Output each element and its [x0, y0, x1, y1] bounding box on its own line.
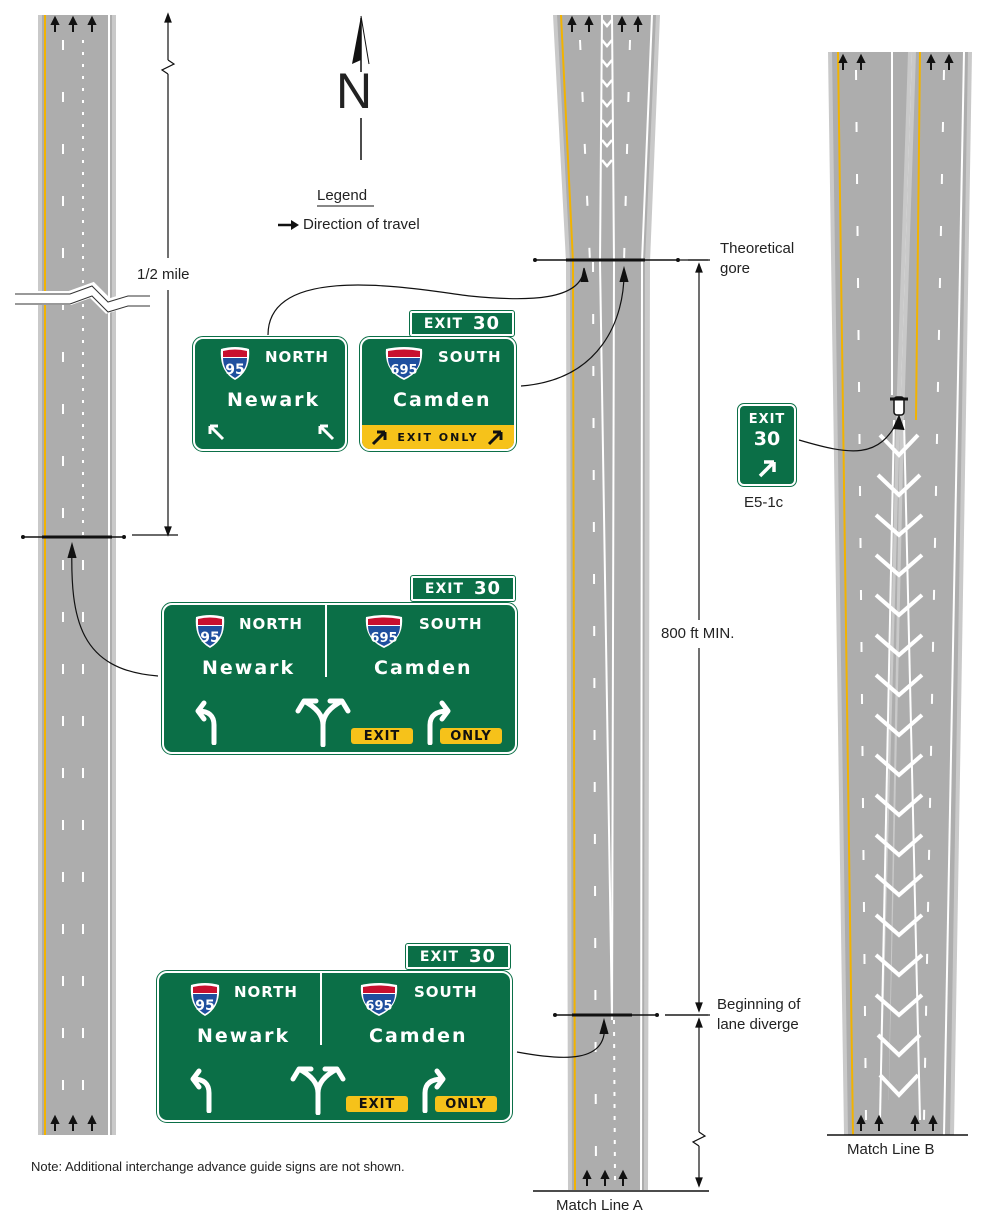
left-roadway: [15, 15, 150, 1135]
gore-exit-number: 30: [753, 428, 781, 450]
svg-text:95: 95: [225, 362, 244, 378]
match-line-b-label: Match Line B: [847, 1141, 935, 1158]
newark-destination: Newark: [197, 1025, 291, 1047]
guide-sign-northbound: 95 North Newark: [192, 336, 348, 452]
exit-tab-number: 30: [473, 313, 501, 334]
theoretical-gore-label-line1: Theoretical: [720, 240, 795, 257]
curved-left-arrow-icon: [195, 700, 217, 745]
gore-sign-code: E5-1c: [744, 494, 784, 511]
middle-roadway: [533, 14, 709, 1192]
camden-destination: Camden: [374, 657, 473, 679]
interstate-shield-icon: 695: [365, 615, 403, 648]
gore-exit-sign: EXIT 30: [737, 403, 797, 487]
svg-text:695: 695: [365, 999, 392, 1014]
exit-tab: EXIT 30: [409, 310, 515, 337]
newark-destination: Newark: [202, 657, 296, 679]
legend-item: Direction of travel: [303, 216, 420, 233]
south-direction: South: [438, 348, 502, 366]
curved-left-arrow-icon: [190, 1068, 212, 1113]
arrow-up-right-icon: [487, 430, 503, 446]
note-text: Note: Additional interchange advance gui…: [31, 1159, 405, 1174]
only-panel: ONLY: [435, 1096, 497, 1112]
legend-title: Legend: [317, 187, 368, 204]
interstate-shield-icon: 695: [385, 347, 423, 380]
north-direction: North: [239, 615, 303, 633]
south-direction: South: [419, 615, 483, 633]
curved-right-arrow-icon: [422, 1068, 446, 1113]
exit-tab: EXIT 30: [410, 575, 516, 602]
match-line-a-label: Match Line A: [556, 1197, 643, 1214]
north-direction: North: [265, 348, 329, 366]
north-arrow: [336, 15, 386, 160]
newark-destination: Newark: [227, 389, 321, 411]
arrow-up-left-icon: [318, 424, 335, 441]
legend-arrow: [278, 205, 374, 230]
north-letter: N: [336, 63, 373, 119]
advance-guide-sign-lower: 95 North Newark 695 South Camden EXIT ON…: [156, 970, 513, 1123]
split-arrow-icon: [295, 698, 351, 747]
min-distance-dimension: [665, 259, 710, 1188]
lane-diverge-label-line1: Beginning of: [717, 996, 801, 1013]
interstate-shield-icon: 695: [360, 983, 398, 1016]
svg-text:95: 95: [200, 630, 219, 646]
gore-exit-word: EXIT: [748, 412, 786, 427]
exit-panel: EXIT: [346, 1096, 408, 1112]
right-roadway: [827, 51, 972, 1136]
svg-text:695: 695: [390, 363, 417, 378]
split-arrow-icon: [290, 1066, 346, 1115]
exit-tab-word: EXIT: [423, 315, 464, 332]
svg-text:95: 95: [195, 998, 214, 1014]
leader-lines: [67, 259, 905, 1058]
arrow-up-left-icon: [208, 424, 225, 441]
camden-destination: Camden: [393, 389, 492, 411]
interstate-shield-icon: 95: [220, 347, 250, 380]
half-mile-dimension: [132, 12, 178, 537]
arrow-up-right-icon: [371, 430, 387, 446]
exit-panel: EXIT: [351, 728, 413, 744]
exit-tab: EXIT 30: [405, 943, 511, 970]
arrow-up-right-icon: [758, 460, 776, 478]
south-direction: South: [414, 983, 478, 1001]
advance-guide-sign-upper: 95 North Newark 695 South Camden EXIT ON…: [161, 602, 518, 755]
half-mile-label: 1/2 mile: [137, 266, 190, 283]
only-panel: ONLY: [440, 728, 502, 744]
min-distance-label: 800 ft MIN.: [661, 625, 735, 642]
curved-right-arrow-icon: [427, 700, 451, 745]
exit-only-panel: EXIT ONLY: [362, 425, 514, 449]
guide-sign-southbound: 695 South Camden EXIT ONLY: [359, 336, 517, 452]
theoretical-gore-label-line2: gore: [720, 260, 751, 277]
interstate-shield-icon: 95: [190, 983, 220, 1016]
camden-destination: Camden: [369, 1025, 468, 1047]
interstate-shield-icon: 95: [195, 615, 225, 648]
lane-diverge-label-line2: lane diverge: [717, 1016, 799, 1033]
svg-text:695: 695: [370, 631, 397, 646]
north-direction: North: [234, 983, 298, 1001]
